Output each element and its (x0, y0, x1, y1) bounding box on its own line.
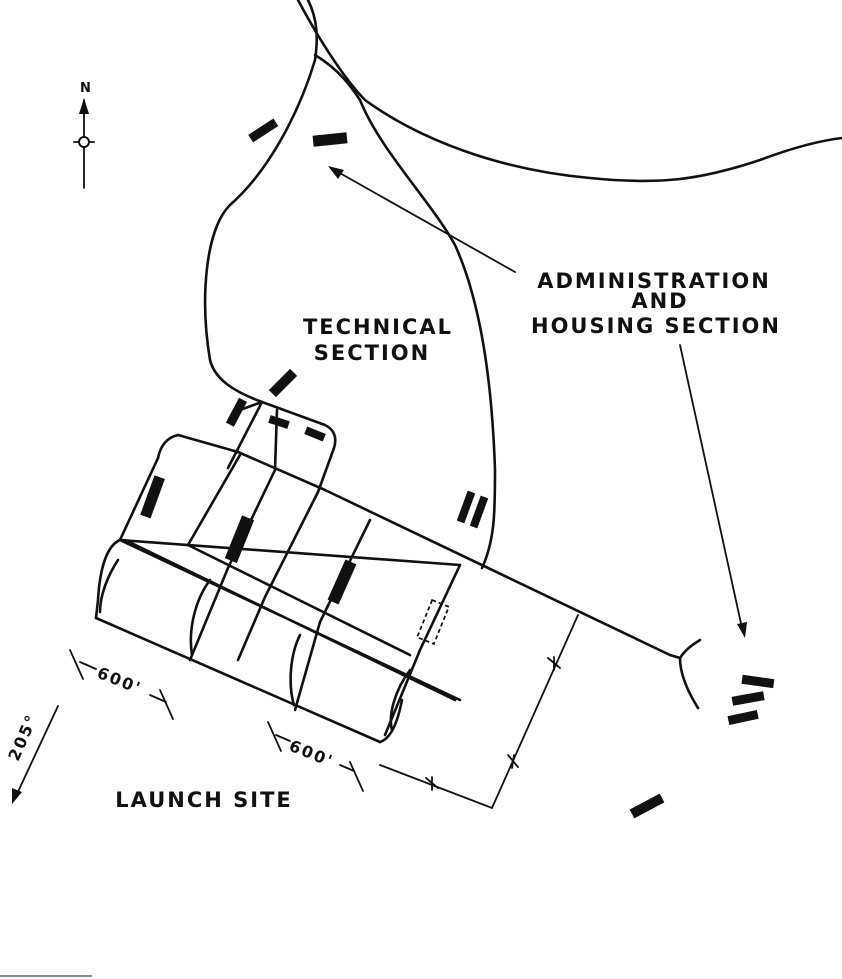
access-road-east (313, 53, 497, 570)
building (224, 515, 255, 563)
technical-label-line1: TECHNICAL (303, 315, 453, 339)
admin-label-line1: ADMINISTRATION (537, 269, 771, 293)
trunk-road-end (668, 638, 702, 710)
dimension-lines (69, 649, 364, 792)
building (140, 475, 165, 519)
building (727, 709, 759, 726)
bearing-arrow-icon (12, 705, 59, 804)
building (629, 793, 665, 819)
technical-label-line2: SECTION (314, 341, 430, 365)
dimension-label-1: 600' (95, 663, 145, 698)
trunk-road (323, 488, 672, 657)
building (731, 691, 765, 706)
north-label: N (80, 81, 93, 96)
technical-section-roads (156, 400, 337, 570)
admin-leader-arrows (328, 166, 747, 638)
access-road-west (203, 0, 319, 404)
building (268, 368, 298, 398)
building (456, 490, 476, 524)
building (304, 426, 326, 442)
fence-line (379, 614, 579, 810)
building (312, 132, 348, 147)
proposed-structure-outline (415, 598, 451, 646)
building (741, 674, 775, 689)
building (327, 559, 357, 605)
coastline (296, 0, 842, 183)
building (225, 397, 247, 427)
building (469, 495, 489, 529)
launch-site-roads (94, 456, 462, 744)
building (268, 415, 290, 429)
admin-label-line2: AND (631, 289, 688, 313)
dimension-label-2: 600' (287, 736, 337, 771)
north-arrow-icon (73, 98, 95, 189)
admin-label-line3: HOUSING SECTION (531, 314, 781, 338)
launch-site-label: LAUNCH SITE (115, 788, 293, 812)
bearing-label: 205° (4, 711, 41, 764)
building (248, 118, 279, 143)
buildings (140, 118, 775, 819)
